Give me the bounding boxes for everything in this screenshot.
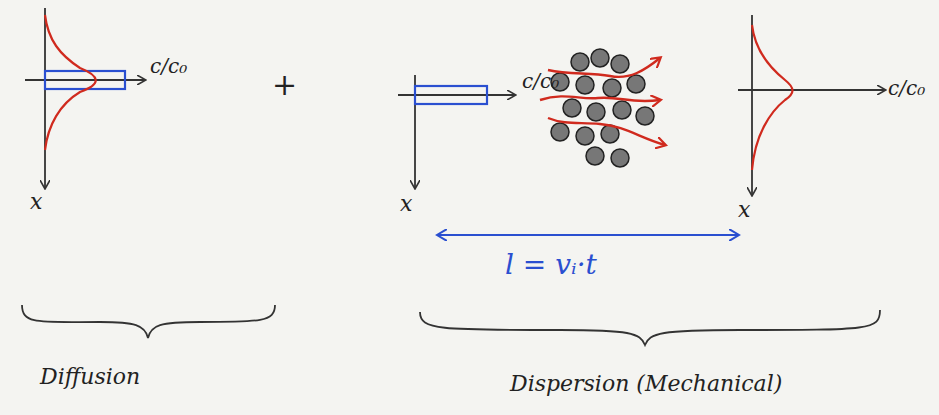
distance-formula: l = vᵢ·t [505,250,597,281]
brace [22,305,275,338]
diffusion-plot [25,8,145,188]
axis-label: c/c₀ [888,77,925,99]
axis-label: x [400,192,412,216]
axis-label: c/c₀ [150,55,187,77]
dispersed-plot [738,15,885,195]
plus-sign: + [272,68,297,101]
section-label: Diffusion [40,365,140,389]
initial-pulse-plot [398,75,515,188]
brace [420,310,880,345]
travel-distance-arrow [438,234,738,236]
axis-label: x [30,190,42,214]
axis-label: x [738,198,750,222]
section-label: Dispersion (Mechanical) [510,372,782,396]
porous-medium-grains [551,49,654,167]
axis-label: c/c₀ [522,70,559,92]
